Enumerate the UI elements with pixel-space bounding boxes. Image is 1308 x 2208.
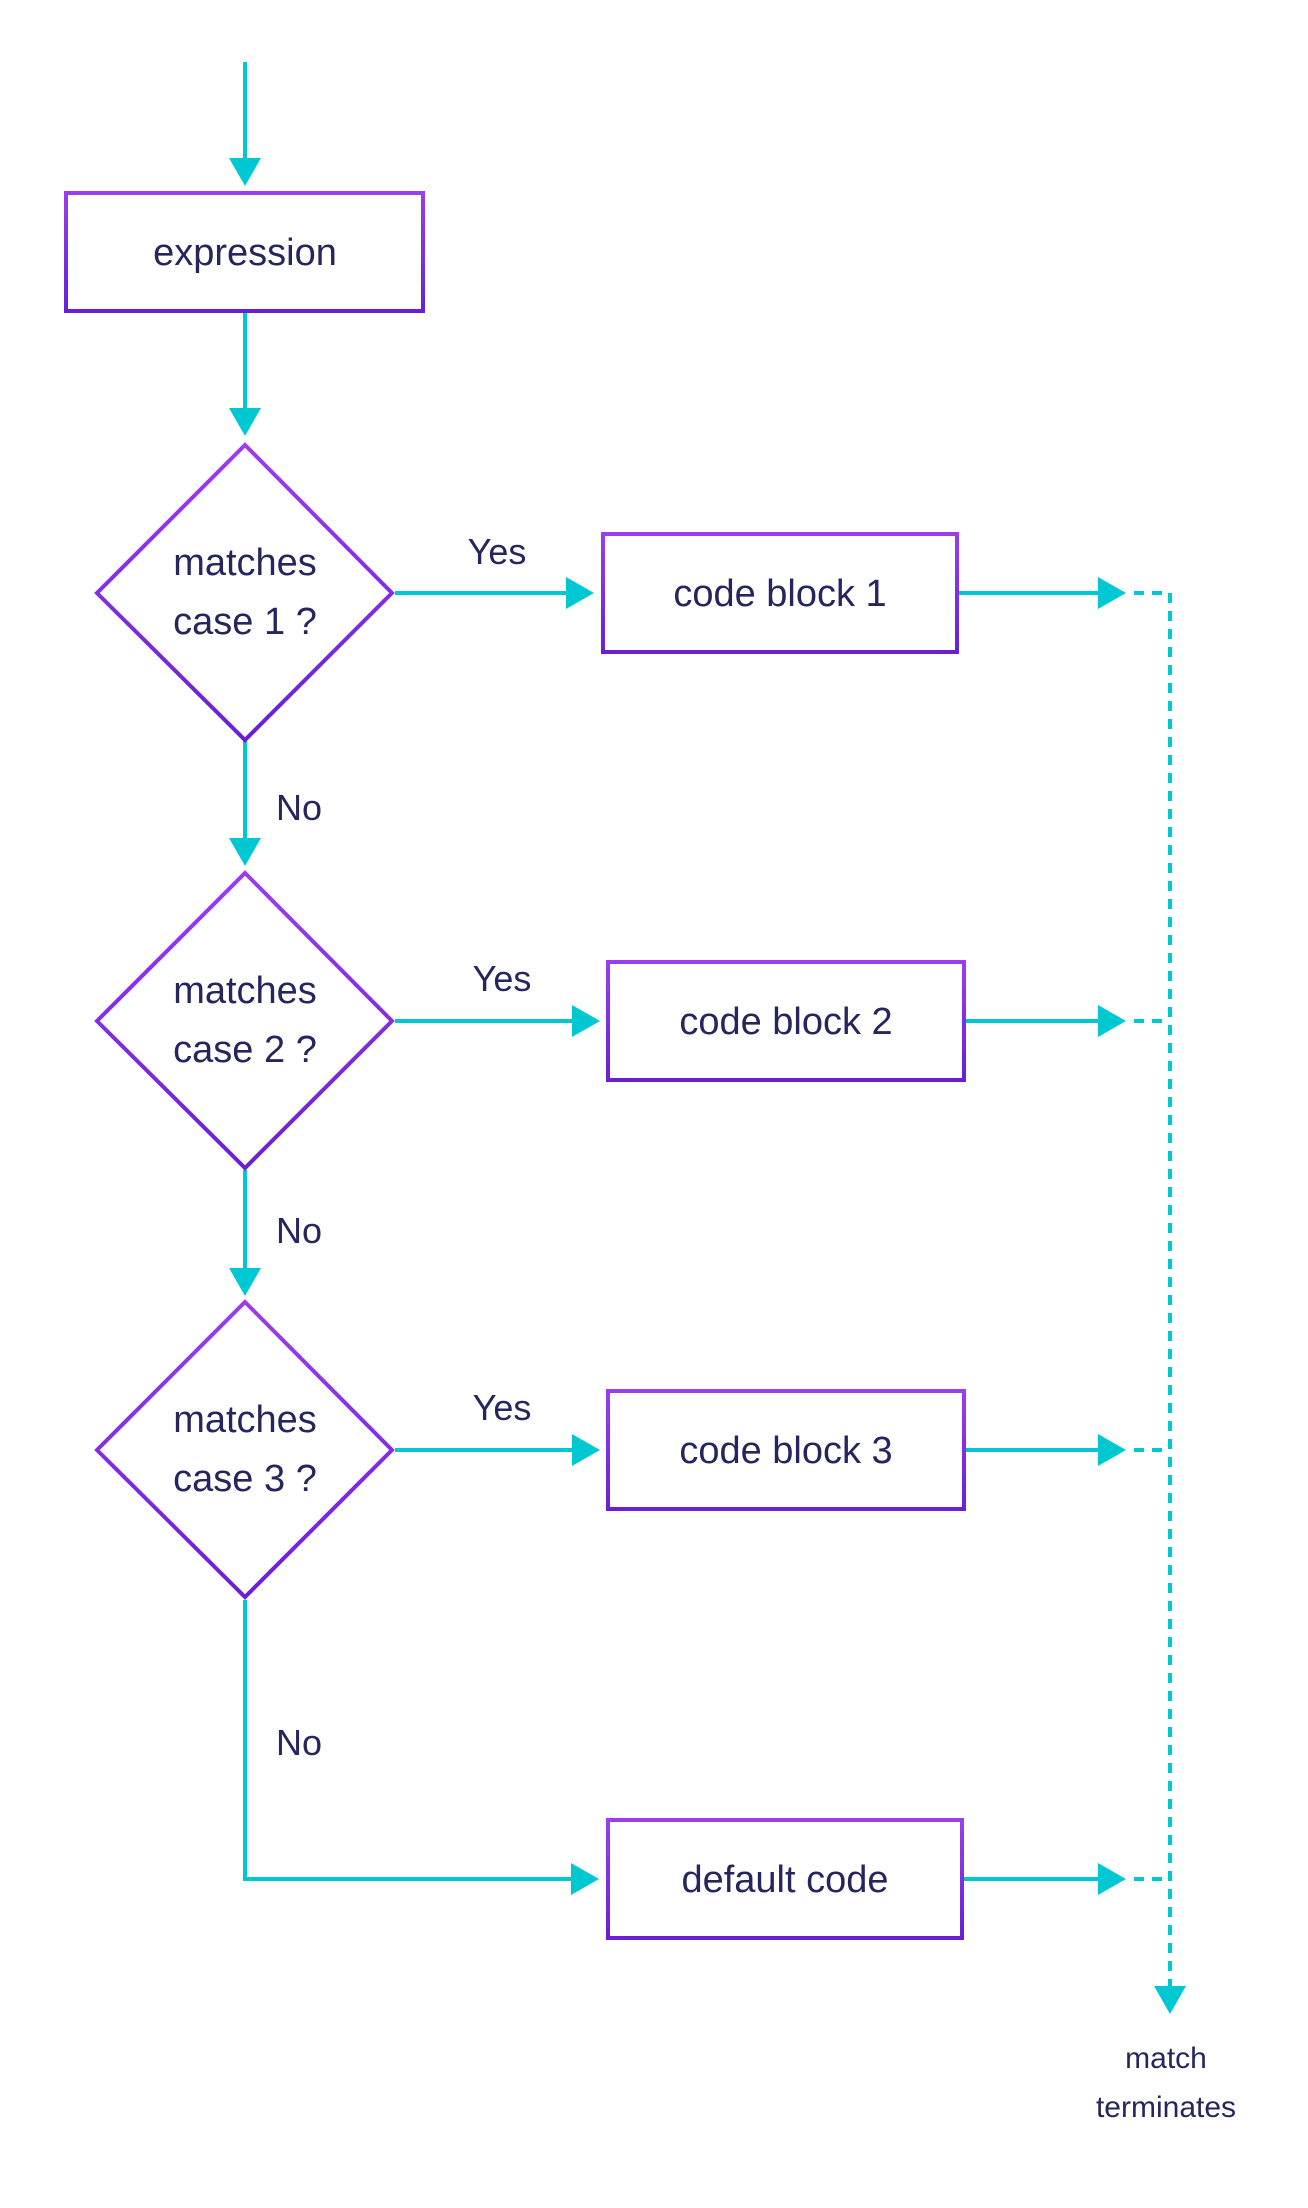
decision1-label-line2: case 1 ? [173,601,317,643]
node-default-code: default code [606,1818,964,1940]
end-label-line1: match [1125,2042,1207,2075]
decision3-label-line2: case 3 ? [173,1458,317,1500]
decision1-diamond [94,442,395,743]
yes3-label: Yes [473,1387,532,1428]
node-expression: expression [64,191,425,313]
code1-box [601,532,959,654]
decision2-label-line2: case 2 ? [173,1029,317,1071]
decision3-label-line1: matches [173,1399,317,1441]
code3-box [606,1389,966,1511]
expression-label: expression [153,232,337,274]
yes1-label: Yes [468,531,527,572]
code1-label: code block 1 [673,573,886,615]
default-label: default code [681,1859,888,1901]
decision2-label-line1: matches [173,970,317,1012]
no2-label: No [276,1210,322,1251]
node-code-block-3: code block 3 [606,1389,966,1511]
no3-arrow [243,1600,599,1895]
yes2-label: Yes [473,958,532,999]
end-label-line2: terminates [1096,2091,1236,2124]
node-code-block-2: code block 2 [606,960,966,1082]
decision1-label-line1: matches [173,542,317,584]
code3-label: code block 3 [679,1430,892,1472]
decision-case3: matches case 3 ? [94,1299,395,1600]
expression-box [64,191,425,313]
connectors [229,62,1186,2014]
code2-box [606,960,966,1082]
no1-label: No [276,787,322,828]
decision3-diamond [94,1299,395,1600]
node-code-block-1: code block 1 [601,532,959,654]
decision-case2: matches case 2 ? [94,870,395,1171]
default-box [606,1818,964,1940]
decision2-diamond [94,870,395,1171]
code2-label: code block 2 [679,1001,892,1043]
decision-case1: matches case 1 ? [94,442,395,743]
no3-label: No [276,1722,322,1763]
